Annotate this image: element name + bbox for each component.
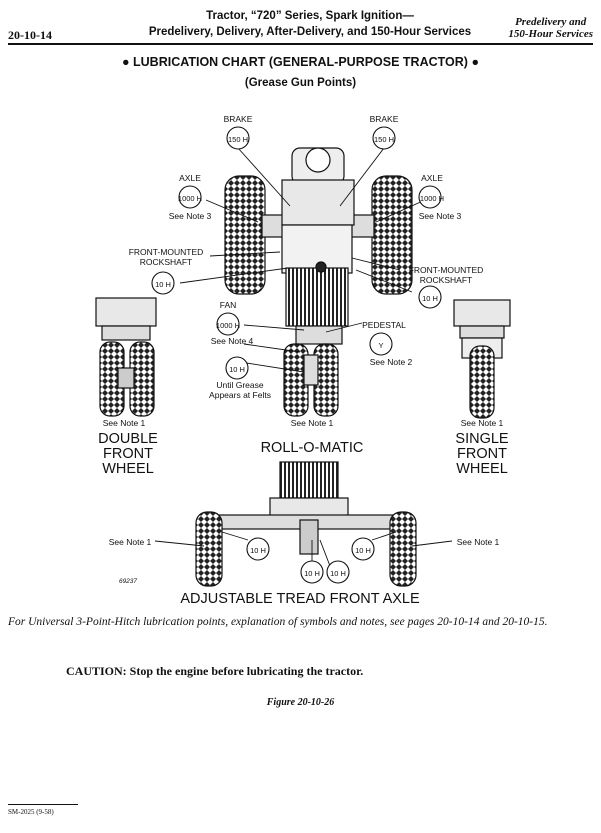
brake-left-interval: 150 H [228, 135, 248, 144]
leader-lines [154, 147, 453, 567]
figure-code: 69237 [119, 578, 137, 585]
lubrication-illustration: BRAKE 150 H BRAKE 150 H AXLE 1000 H See … [95, 114, 511, 607]
front-pedestal [295, 325, 343, 345]
adjustable-axle-label: ADJUSTABLE TREAD FRONT AXLE [180, 591, 420, 607]
axle-right-interval: 1000 H [420, 194, 444, 203]
double-front-wheel-view [95, 297, 157, 417]
rockshaft-right-line1: FRONT-MOUNTED [409, 265, 484, 275]
rockshaft-left-line1: FRONT-MOUNTED [129, 247, 204, 257]
felts-note-line1: Until Grease [216, 380, 264, 390]
brake-right-label: BRAKE [370, 114, 399, 124]
pedestal-note: See Note 2 [370, 357, 413, 367]
axle-interval-2: 10 H [355, 546, 371, 555]
axle-note-right: See Note 1 [457, 537, 500, 547]
section-title: Predelivery and 150-Hour Services [508, 16, 593, 40]
header-rule [8, 43, 593, 45]
felts-interval: 10 H [229, 365, 245, 374]
section-title-line2: 150-Hour Services [508, 28, 593, 40]
fan-label: FAN [220, 300, 237, 310]
chart-subtitle: (Grease Gun Points) [244, 77, 357, 89]
wheel-type-labels: DOUBLE FRONT WHEEL ROLL-O-MATIC SINGLE F… [98, 431, 509, 607]
rear-right-tire [371, 175, 413, 295]
caution-text: CAUTION: Stop the engine before lubricat… [66, 664, 364, 678]
double-line3: WHEEL [102, 461, 154, 477]
running-title-line2: Predelivery, Delivery, After-Delivery, a… [148, 26, 472, 38]
rockshaft-right-line2: ROCKSHAFT [420, 275, 472, 285]
figure-caption: Figure 20-10-26 [266, 697, 335, 708]
rockshaft-left-interval: 10 H [155, 280, 171, 289]
fan-note: See Note 4 [211, 336, 254, 346]
double-note: See Note 1 [103, 418, 146, 428]
footer-rule [8, 804, 78, 805]
pedestal-interval: Y [378, 341, 383, 350]
platform [281, 179, 355, 226]
chart-title: ● LUBRICATION CHART (GENERAL-PURPOSE TRA… [122, 55, 479, 69]
section-title-line1: Predelivery and [515, 16, 587, 28]
axle-right-note: See Note 3 [419, 211, 462, 221]
axle-right-label: AXLE [421, 173, 443, 183]
deere-emblem [315, 261, 327, 273]
double-line1: DOUBLE [98, 431, 158, 447]
axle-note-left: See Note 1 [109, 537, 152, 547]
brake-left-label: BRAKE [224, 114, 253, 124]
running-title-line1: Tractor, “720” Series, Spark Ignition— [206, 10, 414, 22]
callout-labels: BRAKE 150 H BRAKE 150 H AXLE 1000 H See … [103, 114, 504, 585]
rollomatic-label: ROLL-O-MATIC [261, 440, 364, 456]
double-line2: FRONT [103, 446, 153, 462]
rollomatic-note: See Note 1 [291, 418, 334, 428]
radiator-grille [285, 267, 349, 327]
rollomatic-wheels [283, 343, 339, 417]
adjustable-axle-view [195, 461, 417, 587]
pedestal-label: PEDESTAL [362, 320, 406, 330]
rockshaft-right-interval: 10 H [422, 294, 438, 303]
single-line1: SINGLE [455, 431, 509, 447]
running-title: Tractor, “720” Series, Spark Ignition— P… [140, 8, 480, 40]
steering-wheel [305, 147, 331, 173]
single-front-wheel-view [453, 299, 511, 419]
page-number: 20-10-14 [8, 28, 52, 42]
axle-left-label: AXLE [179, 173, 201, 183]
axle-interval-3: 10 H [304, 569, 320, 578]
tractor-top-view [224, 147, 413, 345]
footer-code: SM-2025 (9-58) [8, 808, 54, 816]
axle-interval-1: 10 H [250, 546, 266, 555]
rockshaft-left-line2: ROCKSHAFT [140, 257, 192, 267]
brake-right-interval: 150 H [374, 135, 394, 144]
fan-interval: 1000 H [216, 321, 240, 330]
axle-left-note: See Note 3 [169, 211, 212, 221]
single-line3: WHEEL [456, 461, 508, 477]
lube-symbols [151, 126, 442, 584]
single-note: See Note 1 [461, 418, 504, 428]
axle-interval-4: 10 H [330, 569, 346, 578]
single-line2: FRONT [457, 446, 507, 462]
felts-note-line2: Appears at Felts [209, 390, 271, 400]
reference-note: For Universal 3-Point-Hitch lubrication … [8, 616, 548, 628]
axle-left-interval: 1000 H [178, 194, 202, 203]
